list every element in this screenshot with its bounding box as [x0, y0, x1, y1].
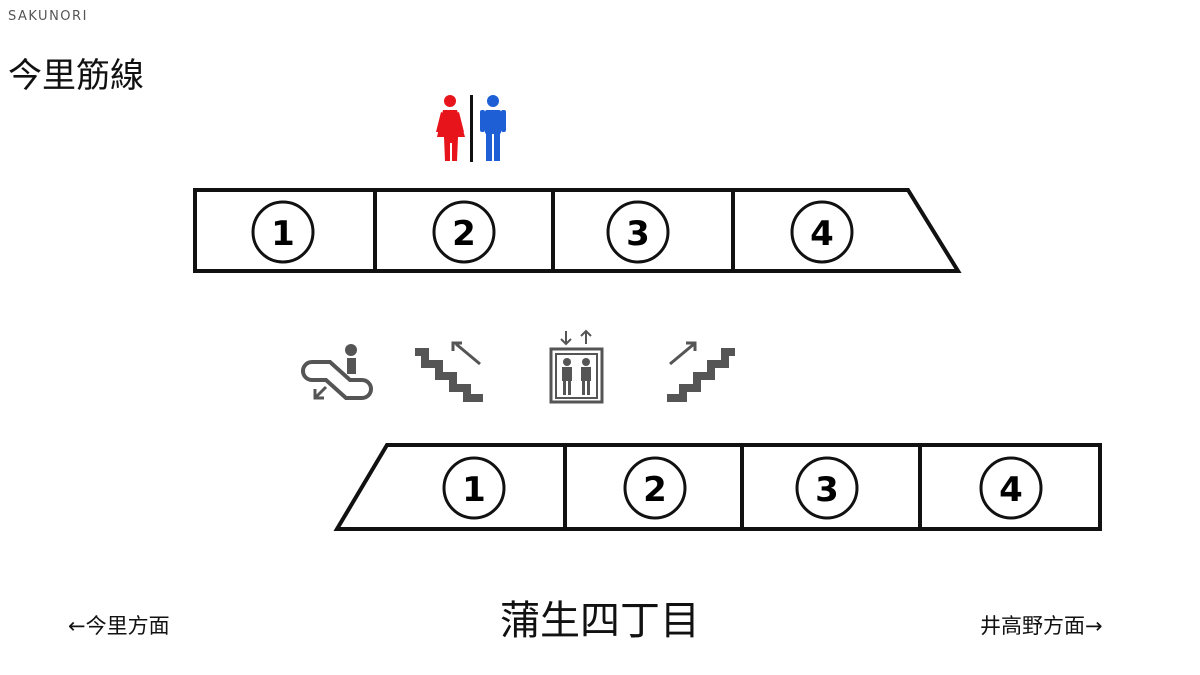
lower-train-outline [333, 443, 1102, 531]
upper-car-1: 1 [251, 200, 315, 264]
toilet-sign [436, 95, 506, 162]
lower-car-3: 3 [795, 456, 859, 520]
line-name: 今里筋線 [8, 56, 144, 96]
woman-icon [436, 95, 465, 161]
lower-car-2-label: 2 [643, 470, 667, 510]
upper-train [193, 188, 962, 273]
lower-car-4-label: 4 [999, 470, 1023, 510]
stairs-down-icon [415, 341, 483, 402]
lower-car-2: 2 [623, 456, 687, 520]
lower-car-1-label: 1 [462, 470, 486, 510]
lower-car-3-label: 3 [815, 470, 839, 510]
upper-car-1-label: 1 [271, 214, 295, 254]
upper-car-4-label: 4 [810, 214, 834, 254]
upper-car-4: 4 [790, 200, 854, 264]
lower-car-numbers: 1 2 3 4 [442, 456, 1043, 520]
direction-right: 井高野方面→ [980, 614, 1103, 638]
upper-car-numbers: 1 2 3 4 [251, 200, 854, 264]
upper-car-3: 3 [606, 200, 670, 264]
direction-left: ←今里方面 [68, 614, 170, 638]
station-name: 蒲生四丁目 [500, 598, 700, 644]
lower-car-1: 1 [442, 456, 506, 520]
elevator-icon [549, 329, 604, 404]
lower-train [333, 443, 1102, 531]
lower-car-4: 4 [979, 456, 1043, 520]
upper-car-2: 2 [432, 200, 496, 264]
upper-car-3-label: 3 [626, 214, 650, 254]
upper-train-outline [193, 188, 962, 273]
stairs-up-icon [667, 341, 735, 402]
brand-label: SAKUNORI [8, 9, 88, 24]
man-icon [480, 95, 506, 161]
upper-car-2-label: 2 [452, 214, 476, 254]
escalator-down-icon [301, 344, 373, 400]
toilet-divider [470, 95, 473, 162]
